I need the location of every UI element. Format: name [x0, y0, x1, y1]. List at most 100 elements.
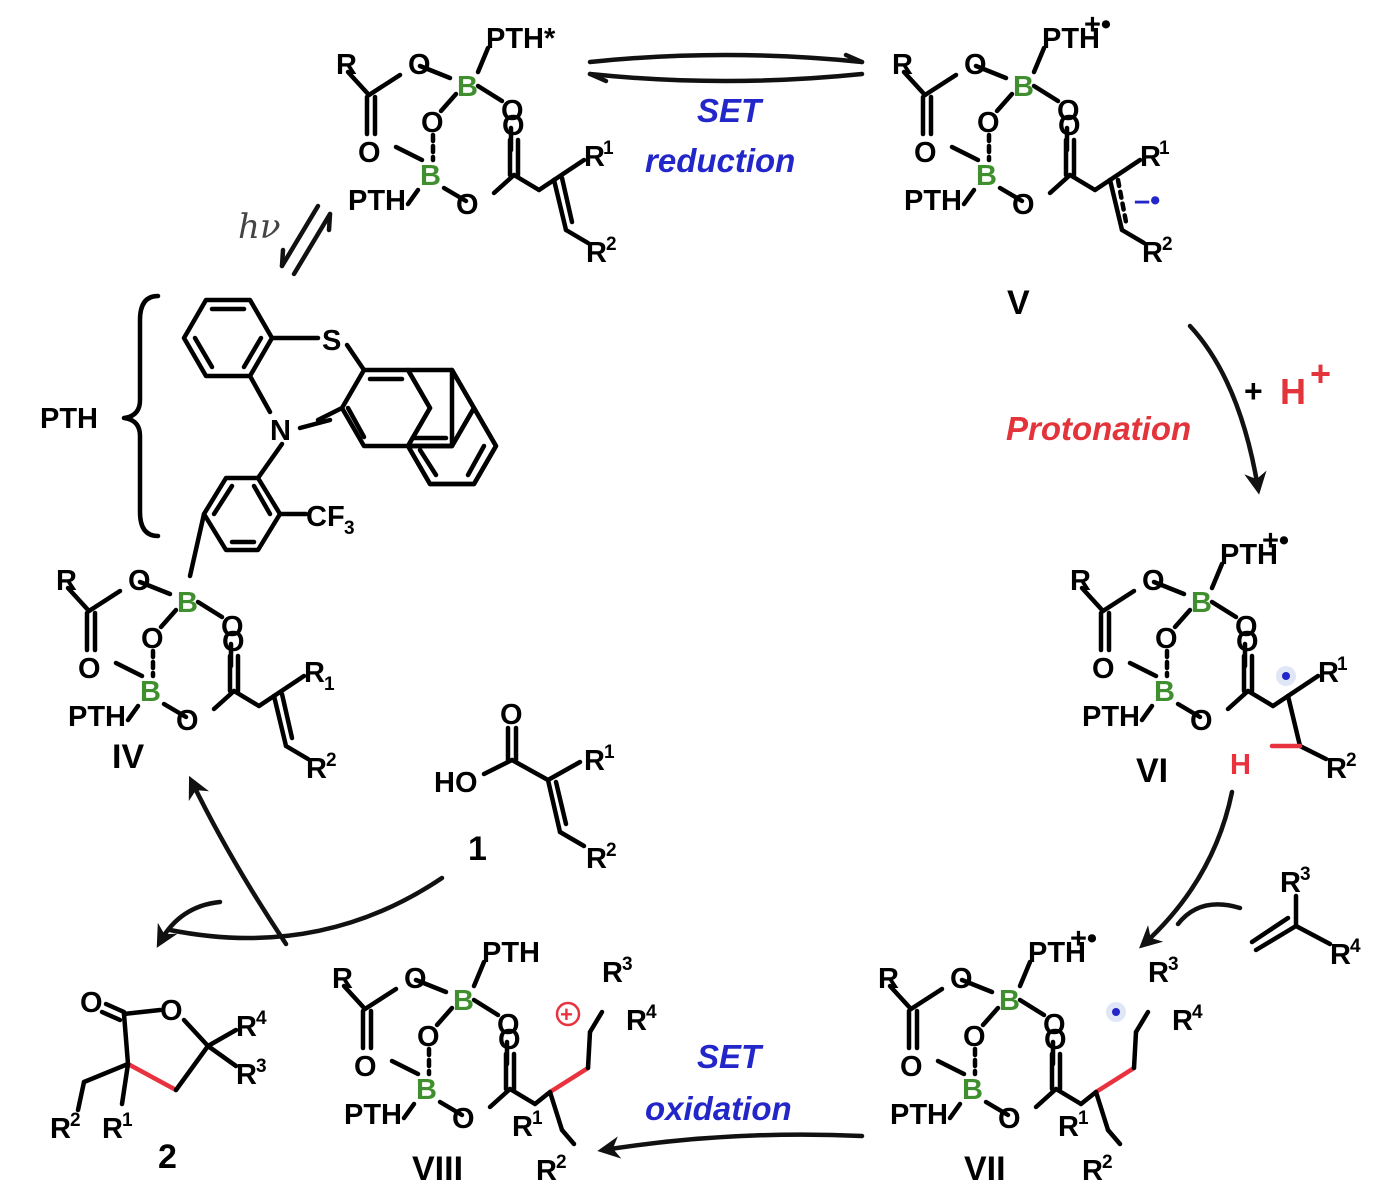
svg-text:R: R — [1058, 1111, 1079, 1143]
svg-text:1: 1 — [122, 1110, 133, 1131]
set-oxidation-label-line2: oxidation — [645, 1090, 792, 1127]
svg-text:O: O — [1057, 95, 1080, 127]
svg-text:O: O — [1092, 653, 1115, 685]
set-oxidation-label-line1: SET — [697, 1038, 764, 1075]
svg-text:O: O — [500, 699, 523, 731]
svg-text:PTH: PTH — [904, 185, 962, 217]
svg-text:O: O — [176, 705, 199, 737]
svg-text:PTH: PTH — [1082, 701, 1140, 733]
viii-to-iv-arrow — [188, 775, 289, 947]
svg-text:R: R — [1148, 957, 1169, 989]
svg-text:2: 2 — [1102, 1152, 1113, 1173]
svg-text:4: 4 — [1350, 936, 1361, 957]
complex-v: R O B PTH +• O O O B PTH O O R 1 –• R 2 — [892, 9, 1173, 269]
svg-text:3: 3 — [1300, 864, 1311, 885]
svg-text:O: O — [1142, 565, 1165, 597]
svg-text:R: R — [584, 745, 605, 777]
svg-text:2: 2 — [556, 1152, 567, 1173]
svg-text:R: R — [306, 753, 327, 785]
svg-text:2: 2 — [1162, 234, 1173, 255]
label-pth-star: PTH* — [486, 23, 556, 55]
svg-text:O: O — [977, 107, 1000, 139]
svg-text:1: 1 — [604, 742, 615, 763]
svg-text:1: 1 — [1159, 138, 1170, 159]
svg-text:R: R — [1330, 939, 1351, 971]
svg-text:B: B — [1154, 676, 1175, 708]
svg-text:2: 2 — [326, 750, 337, 771]
svg-text:R: R — [602, 957, 623, 989]
atom-b: B — [457, 71, 478, 103]
svg-text:O: O — [1190, 705, 1213, 737]
svg-text:R: R — [1326, 753, 1347, 785]
svg-text:B: B — [416, 1074, 437, 1106]
svg-text:2: 2 — [1346, 750, 1357, 771]
svg-text:O: O — [914, 137, 937, 169]
svg-text:R: R — [584, 141, 605, 173]
svg-text:R: R — [878, 963, 899, 995]
atom-r: R — [336, 49, 357, 81]
svg-text:PTH: PTH — [1220, 539, 1278, 571]
svg-text:3: 3 — [622, 954, 633, 975]
complex-iv: R O B O O O B PTH O O R 1 R 2 — [56, 565, 337, 785]
svg-text:R: R — [1140, 141, 1161, 173]
svg-text:O: O — [1043, 1009, 1066, 1041]
svg-text:O: O — [1235, 611, 1258, 643]
svg-text:O: O — [404, 963, 427, 995]
svg-text:O: O — [1012, 189, 1035, 221]
svg-text:O: O — [222, 626, 245, 658]
svg-text:4: 4 — [256, 1008, 267, 1029]
set-reduction-label-line2: reduction — [645, 142, 795, 179]
svg-text:B: B — [976, 160, 997, 192]
svg-text:O: O — [497, 1009, 520, 1041]
svg-text:O: O — [160, 995, 183, 1027]
svg-text:O: O — [900, 1051, 923, 1083]
group-cf3: CF — [306, 501, 345, 533]
complex-vii: R O B PTH +• O O O B PTH O O R 3 R 4 R 1… — [878, 923, 1203, 1187]
svg-text:R: R — [586, 237, 607, 269]
cation-circle — [555, 1001, 581, 1027]
hv-label: hν — [238, 207, 281, 247]
radical-dot — [1282, 672, 1290, 680]
svg-text:R: R — [586, 843, 607, 875]
svg-text:R: R — [1318, 657, 1339, 689]
svg-text:2: 2 — [70, 1110, 81, 1131]
svg-text:R: R — [512, 1111, 533, 1143]
svg-text:O: O — [452, 1103, 475, 1135]
set-oxidation-arrow — [597, 1132, 865, 1159]
svg-text:PTH: PTH — [482, 937, 540, 969]
svg-text:O: O — [354, 1051, 377, 1083]
svg-text:O: O — [358, 137, 381, 169]
svg-text:1: 1 — [1337, 654, 1348, 675]
svg-text:+: + — [560, 1002, 573, 1027]
svg-text:R: R — [236, 1059, 257, 1091]
svg-text:3: 3 — [344, 518, 355, 539]
svg-text:O: O — [80, 987, 103, 1019]
svg-text:PTH: PTH — [68, 701, 126, 733]
svg-text:R: R — [1172, 1005, 1193, 1037]
svg-text:O: O — [141, 623, 164, 655]
svg-text:4: 4 — [646, 1002, 657, 1023]
svg-text:B: B — [999, 985, 1020, 1017]
svg-text:O: O — [501, 95, 524, 127]
svg-text:O: O — [456, 189, 479, 221]
svg-text:HO: HO — [434, 767, 478, 799]
label-v: V — [1007, 284, 1030, 322]
svg-text:O: O — [1155, 623, 1178, 655]
pth-structure: PTH S N CF 3 — [40, 293, 499, 579]
svg-text:PTH: PTH — [1042, 23, 1100, 55]
svg-text:O: O — [963, 1021, 986, 1053]
svg-text:O: O — [128, 565, 151, 597]
substrate-1: HO O R 1 R 2 — [434, 699, 617, 875]
label-2: 2 — [158, 1138, 177, 1176]
complex-excited-pth: R O B PTH* O O O B PTH O O R 1 R 2 — [336, 23, 617, 269]
svg-text:O: O — [417, 1021, 440, 1053]
svg-text:1: 1 — [603, 138, 614, 159]
svg-text:+: + — [1244, 373, 1263, 409]
svg-text:PTH: PTH — [1028, 937, 1086, 969]
svg-text:1: 1 — [532, 1108, 543, 1129]
svg-text:O: O — [498, 1024, 521, 1056]
svg-text:R: R — [1082, 1155, 1103, 1187]
svg-text:B: B — [1013, 71, 1034, 103]
svg-text:O: O — [502, 110, 525, 142]
svg-text:O: O — [421, 107, 444, 139]
